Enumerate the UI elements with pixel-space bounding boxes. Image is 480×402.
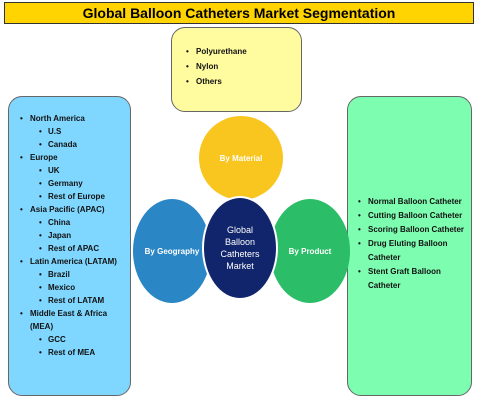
sub-list-item: Rest of Europe — [30, 190, 130, 203]
list-item: Scoring Balloon Catheter — [358, 223, 471, 237]
sub-list-item: China — [30, 216, 130, 229]
center-label: Global Balloon Catheters Market — [220, 224, 259, 272]
list-item: Latin America (LATAM) — [20, 255, 130, 268]
center-label-line: Balloon — [224, 237, 256, 247]
list-item: Cutting Balloon Catheter — [358, 209, 471, 223]
diagram-title: Global Balloon Catheters Market Segmenta… — [4, 2, 474, 24]
sub-list-item: Rest of APAC — [30, 242, 130, 255]
center-label-line: Global — [226, 225, 253, 235]
product-box: Normal Balloon Catheter Cutting Balloon … — [347, 96, 472, 396]
sub-list-item: Brazil — [30, 268, 130, 281]
list-item: Polyurethane — [186, 44, 301, 59]
sub-list-item: Germany — [30, 177, 130, 190]
material-circle: By Material — [199, 116, 283, 200]
sub-list-item: Mexico — [30, 281, 130, 294]
center-circle: Global Balloon Catheters Market — [202, 196, 278, 300]
list-item: Middle East & Africa — [20, 307, 130, 320]
sub-list-item: Rest of MEA — [30, 346, 130, 359]
sub-list-item: Canada — [30, 138, 130, 151]
list-item-continuation: Catheter — [368, 253, 401, 262]
product-circle: By Product — [270, 199, 350, 303]
sub-list-item: GCC — [30, 333, 130, 346]
list-item: Asia Pacific (APAC) — [20, 203, 130, 216]
list-item-continuation: Catheter — [368, 281, 401, 290]
list-item: Others — [186, 74, 301, 89]
geography-circle: By Geography — [133, 199, 211, 303]
list-item: Normal Balloon Catheter — [358, 195, 471, 209]
material-list: Polyurethane Nylon Others — [186, 44, 301, 89]
geography-list: North AmericaU.SCanadaEuropeUKGermanyRes… — [20, 112, 130, 359]
center-label-line: Catheters — [220, 249, 260, 259]
sub-list-item: UK — [30, 164, 130, 177]
list-item: Drug Eluting Balloon — [358, 237, 471, 251]
list-item: (MEA) — [30, 322, 54, 331]
list-item: Nylon — [186, 59, 301, 74]
product-list: Normal Balloon Catheter Cutting Balloon … — [358, 195, 471, 293]
sub-list-item: U.S — [30, 125, 130, 138]
geography-box: North AmericaU.SCanadaEuropeUKGermanyRes… — [8, 96, 131, 396]
material-box: Polyurethane Nylon Others — [171, 27, 302, 112]
sub-list-item: Japan — [30, 229, 130, 242]
list-item: Stent Graft Balloon — [358, 265, 471, 279]
sub-list-item: Rest of LATAM — [30, 294, 130, 307]
list-item: Europe — [20, 151, 130, 164]
list-item: North America — [20, 112, 130, 125]
center-label-line: Market — [226, 261, 254, 271]
